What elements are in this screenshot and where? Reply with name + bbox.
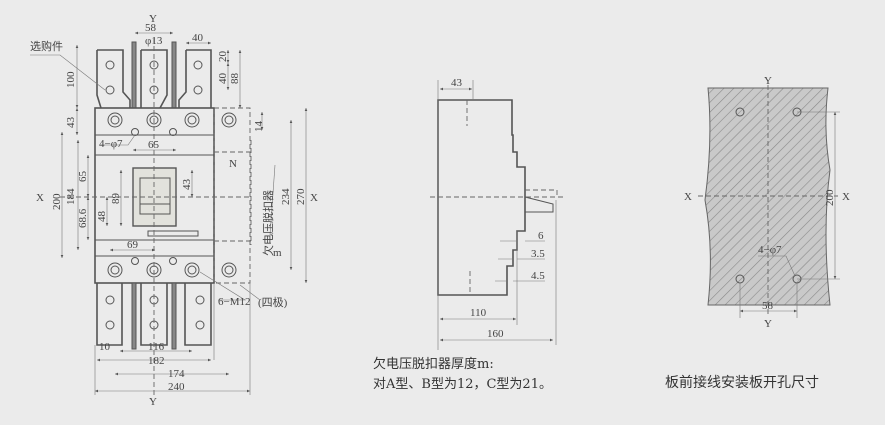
side-dim-43: 43 <box>451 77 463 89</box>
neutral-label: N <box>229 158 237 170</box>
front-view: 选购件 Y Y X X N 4−φ7 6−M12 (四极) 欠电压脱扣器 m 5… <box>30 13 318 408</box>
four-pole-label: (四极) <box>258 295 288 309</box>
dim-65-vertical: 65 <box>77 171 89 183</box>
cutout-caption: 板前接线安装板开孔尺寸 <box>665 375 819 391</box>
dim-14: 14 <box>253 121 265 133</box>
axis-x-right: X <box>310 192 318 204</box>
dim-240: 240 <box>168 381 185 393</box>
dim-174: 174 <box>168 368 185 380</box>
dim-68-6: 68.6 <box>77 208 89 228</box>
cutout-dim-200: 200 <box>824 189 836 206</box>
dim-100: 100 <box>65 71 77 88</box>
optional-part-label: 选购件 <box>30 39 63 53</box>
cutout-holes-label: 4−φ7 <box>758 244 782 256</box>
dim-200: 200 <box>51 193 63 210</box>
breaker-body <box>94 107 215 284</box>
side-dim-160: 160 <box>487 328 504 340</box>
dim-40: 40 <box>192 32 204 44</box>
cutout-axis-y-bottom: Y <box>764 318 772 330</box>
side-view: 43 6 3.5 4.5 110 160 <box>430 77 565 350</box>
dim-40-vertical: 40 <box>217 73 229 85</box>
dim-89: 89 <box>110 193 122 205</box>
axis-y-top: Y <box>149 13 157 25</box>
m-label: m <box>273 247 282 259</box>
axis-x-left: X <box>36 192 44 204</box>
cutout-view: Y Y X X 4−φ7 200 58 <box>684 75 850 330</box>
dim-184: 184 <box>65 188 77 205</box>
dim-43: 43 <box>65 117 77 129</box>
undervoltage-note-line2: 对A型、B型为12，C型为21。 <box>373 377 552 392</box>
dim-270: 270 <box>295 188 307 205</box>
side-dim-110: 110 <box>470 307 487 319</box>
dim-20: 20 <box>217 51 229 63</box>
undervoltage-release-label: 欠电压脱扣器 <box>261 190 275 256</box>
cutout-dim-58: 58 <box>762 300 774 312</box>
dim-234: 234 <box>280 188 292 205</box>
dim-43-vertical: 43 <box>181 179 193 191</box>
dim-58: 58 <box>145 22 157 34</box>
bolts-label: 6−M12 <box>218 296 250 308</box>
dim-10: 10 <box>99 341 111 353</box>
side-dim-3-5: 3.5 <box>531 248 545 260</box>
dim-116: 116 <box>148 341 165 353</box>
dim-88: 88 <box>229 73 241 85</box>
side-dim-4-5: 4.5 <box>531 270 545 282</box>
dim-69: 69 <box>127 239 139 251</box>
axis-y-bottom: Y <box>149 396 157 408</box>
dim-65: 65 <box>148 139 160 151</box>
undervoltage-note-line1: 欠电压脱扣器厚度m: <box>373 357 494 372</box>
side-dim-6: 6 <box>538 230 544 242</box>
dim-phi13: φ13 <box>145 35 163 47</box>
top-terminal-extensions <box>96 41 212 109</box>
dim-182: 182 <box>148 355 165 367</box>
holes-label: 4−φ7 <box>99 138 123 150</box>
cutout-axis-x-left: X <box>684 191 692 203</box>
cutout-axis-x-right: X <box>842 191 850 203</box>
dim-48: 48 <box>96 211 108 223</box>
bottom-terminal-extensions <box>96 282 212 350</box>
cutout-axis-y-top: Y <box>764 75 772 87</box>
